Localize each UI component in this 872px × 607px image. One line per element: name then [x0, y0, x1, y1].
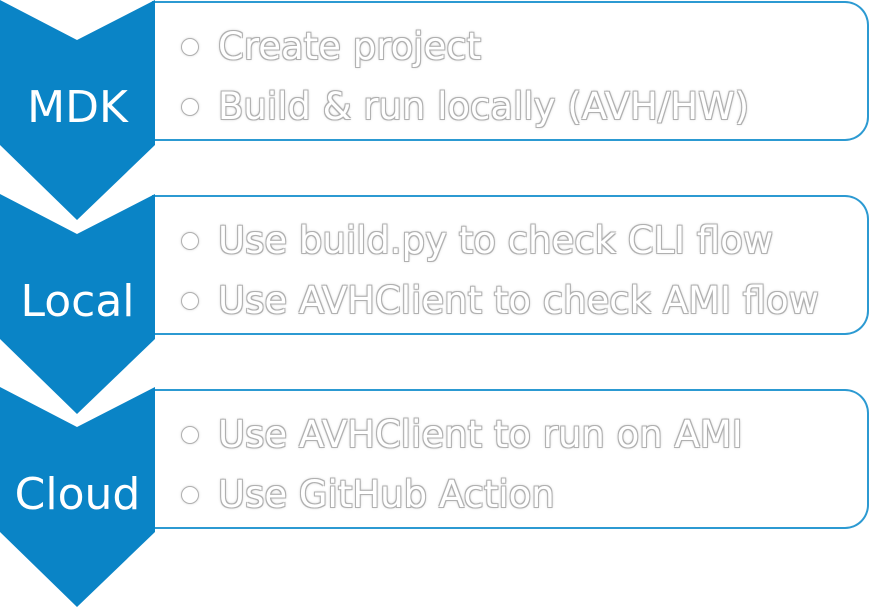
step-mdk-chevron: MDK	[0, 0, 155, 220]
bullet-icon	[182, 99, 198, 115]
step-local-list: Use build.py to check CLI flow Use AVHCl…	[182, 211, 819, 331]
step-local-label: Local	[20, 276, 135, 327]
step-mdk-panel: Create project Build & run locally (AVH/…	[152, 1, 869, 141]
list-item: Use build.py to check CLI flow	[182, 211, 819, 271]
list-item: Use AVHClient to check AMI flow	[182, 271, 819, 331]
step-cloud-panel: Use AVHClient to run on AMI Use GitHub A…	[152, 389, 869, 529]
bullet-icon	[182, 487, 198, 503]
bullet-icon	[182, 427, 198, 443]
bullet-icon	[182, 233, 198, 249]
list-item: Create project	[182, 17, 749, 77]
step-mdk-label: MDK	[27, 82, 128, 133]
step-mdk-list: Create project Build & run locally (AVH/…	[182, 17, 749, 137]
list-item: Use AVHClient to run on AMI	[182, 405, 743, 465]
step-cloud-label: Cloud	[14, 469, 141, 520]
step-local-panel: Use build.py to check CLI flow Use AVHCl…	[152, 195, 869, 335]
step-local-chevron: Local	[0, 194, 155, 414]
bullet-icon	[182, 39, 198, 55]
bullet-icon	[182, 293, 198, 309]
list-item: Use GitHub Action	[182, 465, 743, 525]
list-item: Build & run locally (AVH/HW)	[182, 77, 749, 137]
chevron-down-icon	[0, 194, 155, 414]
chevron-down-icon	[0, 0, 155, 220]
chevron-down-icon	[0, 387, 155, 607]
step-cloud-list: Use AVHClient to run on AMI Use GitHub A…	[182, 405, 743, 525]
step-cloud-chevron: Cloud	[0, 387, 155, 607]
